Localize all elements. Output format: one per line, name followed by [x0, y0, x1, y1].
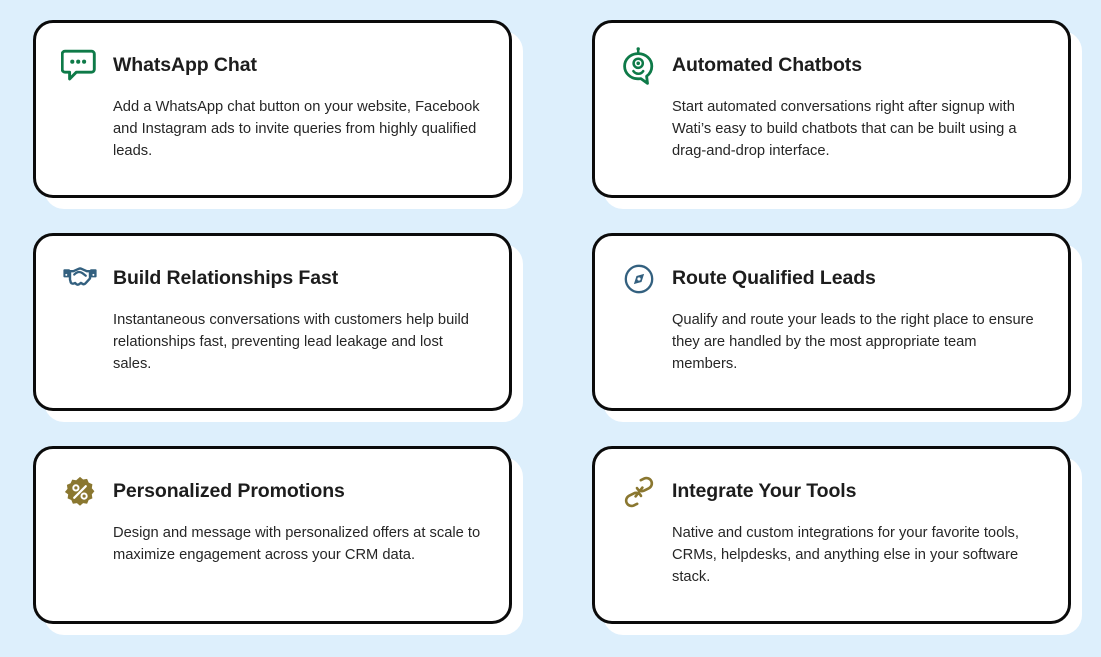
card-header: WhatsApp Chat [60, 46, 483, 86]
card-header: Automated Chatbots [619, 46, 1042, 86]
card-surface: WhatsApp Chat Add a WhatsApp chat button… [33, 20, 512, 198]
card-title: WhatsApp Chat [113, 54, 257, 77]
feature-card-route-qualified-leads[interactable]: Route Qualified Leads Qualify and route … [592, 233, 1082, 422]
card-title: Route Qualified Leads [672, 267, 876, 290]
feature-card-integrate-your-tools[interactable]: Integrate Your Tools Native and custom i… [592, 446, 1082, 635]
card-description: Qualify and route your leads to the righ… [672, 312, 1034, 372]
feature-card-whatsapp-chat[interactable]: WhatsApp Chat Add a WhatsApp chat button… [33, 20, 523, 209]
card-header: Route Qualified Leads [619, 259, 1042, 299]
card-header: Build Relationships Fast [60, 259, 483, 299]
card-description: Native and custom integrations for your … [672, 525, 1019, 585]
card-description: Add a WhatsApp chat button on your websi… [113, 99, 480, 159]
card-title: Automated Chatbots [672, 54, 862, 77]
card-header: Personalized Promotions [60, 472, 483, 512]
card-title: Integrate Your Tools [672, 480, 857, 503]
robot-chatbot-icon [619, 46, 659, 86]
card-surface: Integrate Your Tools Native and custom i… [592, 446, 1071, 624]
card-surface: Automated Chatbots Start automated conve… [592, 20, 1071, 198]
chat-bubble-dots-icon [60, 46, 100, 86]
card-description: Instantaneous conversations with custome… [113, 312, 469, 372]
card-description: Start automated conversations right afte… [672, 99, 1017, 159]
feature-card-build-relationships-fast[interactable]: Build Relationships Fast Instantaneous c… [33, 233, 523, 422]
percent-badge-icon [60, 472, 100, 512]
card-title: Build Relationships Fast [113, 267, 339, 290]
chain-link-icon [619, 472, 659, 512]
compass-icon [619, 259, 659, 299]
feature-card-personalized-promotions[interactable]: Personalized Promotions Design and messa… [33, 446, 523, 635]
card-surface: Build Relationships Fast Instantaneous c… [33, 233, 512, 411]
card-title: Personalized Promotions [113, 480, 345, 503]
card-surface: Personalized Promotions Design and messa… [33, 446, 512, 624]
card-header: Integrate Your Tools [619, 472, 1042, 512]
handshake-icon [60, 259, 100, 299]
card-description: Design and message with personalized off… [113, 525, 481, 563]
feature-card-automated-chatbots[interactable]: Automated Chatbots Start automated conve… [592, 20, 1082, 209]
card-surface: Route Qualified Leads Qualify and route … [592, 233, 1071, 411]
